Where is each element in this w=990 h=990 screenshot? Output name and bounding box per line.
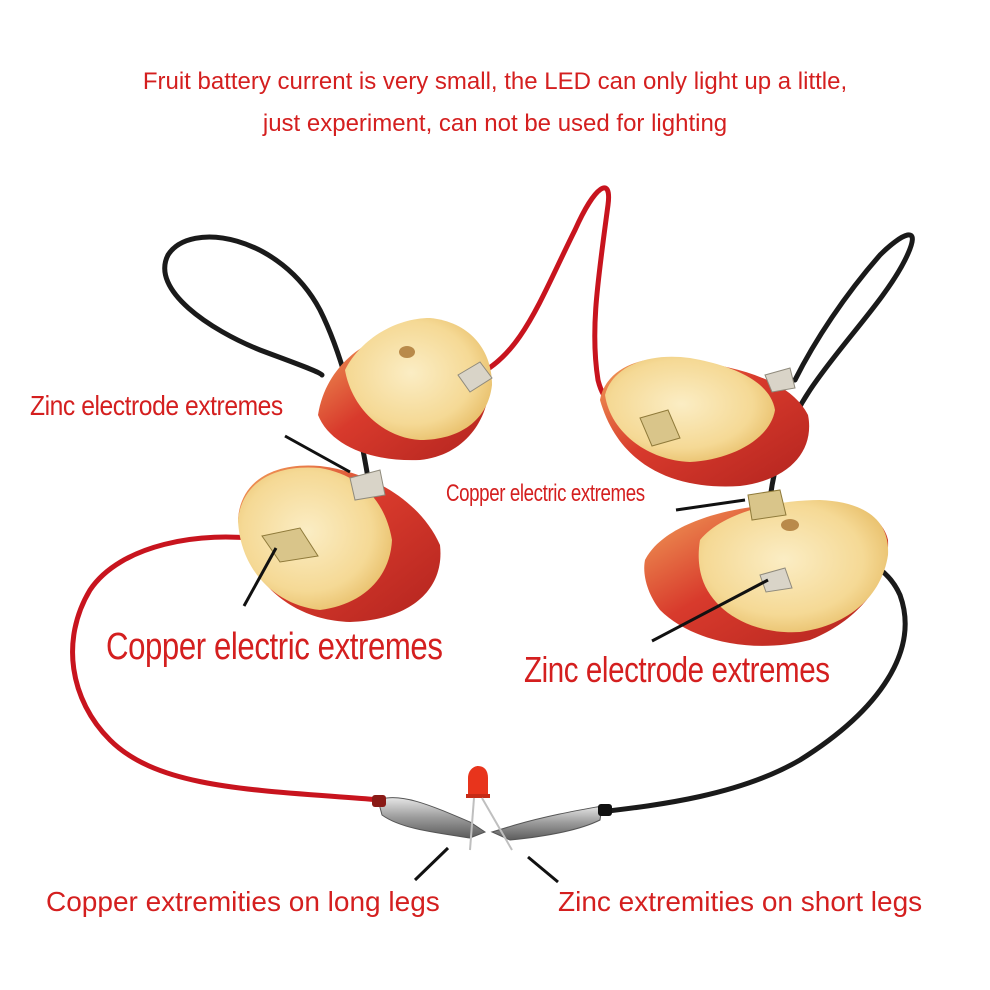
zinc-electrode-2 <box>764 367 796 393</box>
label-zinc-right: Zinc electrode extremes <box>524 649 830 690</box>
copper-electrode-2 <box>639 409 681 447</box>
copper-electrode-1 <box>457 361 493 393</box>
apple-slice-middle-left <box>238 465 441 622</box>
caption-line-2: just experiment, can not be used for lig… <box>262 110 728 137</box>
black-wire-top-left <box>162 234 371 481</box>
pointer-copper-middle <box>675 498 746 512</box>
label-copper-bottom: Copper extremities on long legs <box>46 886 440 917</box>
red-wire-left <box>70 534 383 803</box>
label-copper-left: Copper electric extremes <box>106 626 443 668</box>
caption-line-1: Fruit battery current is very small, the… <box>142 68 848 95</box>
label-zinc-bottom: Zinc extremities on short legs <box>558 886 923 917</box>
apple-slice-middle-right <box>644 489 889 646</box>
apple-slice-top-left <box>318 318 493 461</box>
zinc-electrode-3 <box>349 469 386 501</box>
copper-electrode-4 <box>747 489 787 521</box>
alligator-clip-right <box>490 804 612 841</box>
label-zinc-top-left: Zinc electrode extremes <box>30 390 283 421</box>
pointer-copper-left <box>242 547 278 607</box>
apple-slice-top-right <box>600 356 810 487</box>
pointer-copper-bottom <box>413 846 450 882</box>
led-bulb <box>466 766 513 851</box>
alligator-clip-left <box>372 795 487 839</box>
pointer-zinc-bottom <box>527 855 559 884</box>
red-wire-top-center <box>467 185 643 421</box>
pointer-zinc-right <box>651 578 769 643</box>
label-copper-middle: Copper electric extremes <box>446 480 645 507</box>
zinc-electrode-4 <box>759 567 793 593</box>
pointer-zinc-top-left <box>284 434 351 474</box>
